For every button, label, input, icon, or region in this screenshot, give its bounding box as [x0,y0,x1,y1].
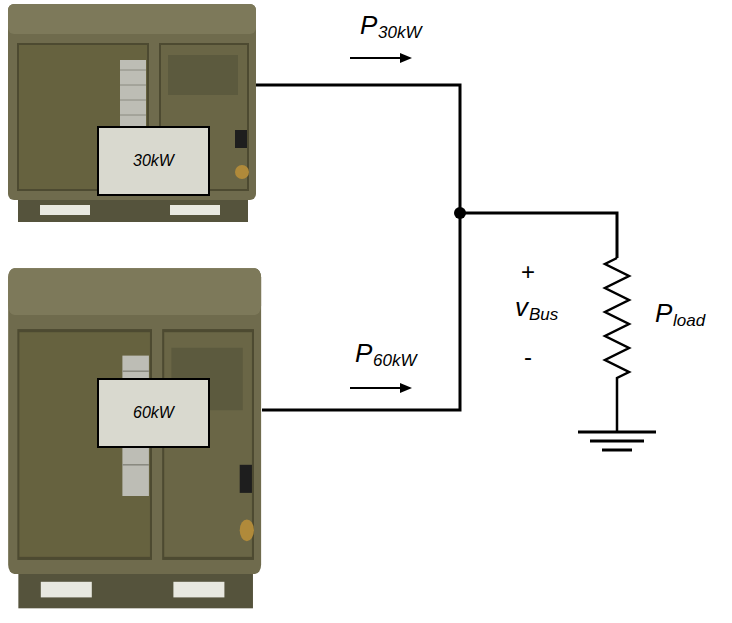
power-subscript: load [673,312,705,329]
power-arrows [350,53,412,393]
generator-60kw [8,268,261,608]
power-symbol: P [655,300,672,326]
junction-dot [454,207,466,219]
ground-symbol [578,432,656,450]
power-subscript: 30kW [378,24,421,41]
power-subscript: 60kW [373,352,416,369]
bus-wires [256,85,629,432]
power-symbol: P [360,12,377,38]
polarity-sign: + [521,260,535,284]
rating-text: 60kW [133,404,174,422]
rating-box: 60kW [97,378,210,448]
power-symbol: P [355,340,372,366]
rating-box: 30kW [97,126,210,196]
polarity-sign: - [524,345,532,369]
voltage-subscript: Bus [529,306,558,323]
voltage-symbol: v [515,294,528,320]
generator-30kw [8,4,256,222]
rating-text: 30kW [133,152,174,170]
